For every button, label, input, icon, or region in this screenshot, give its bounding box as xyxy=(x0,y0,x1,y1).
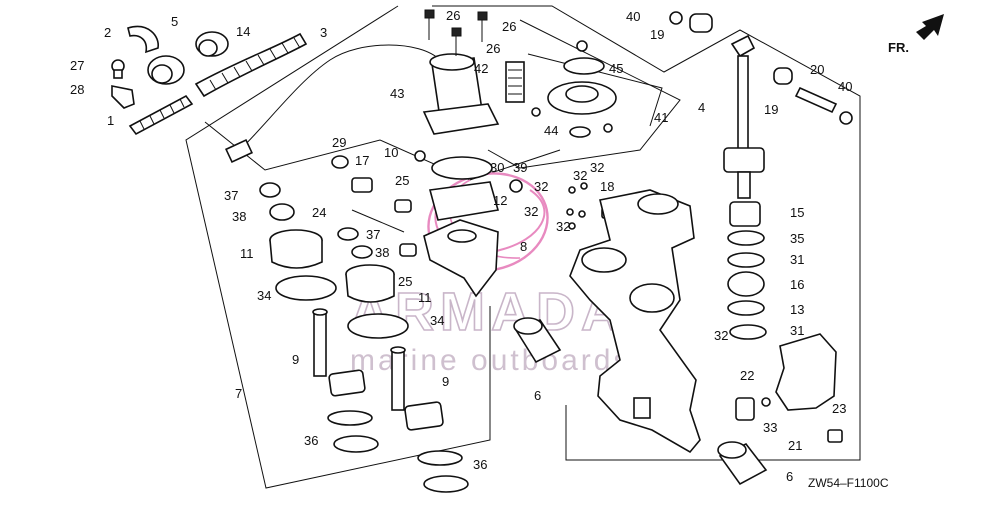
callout-9: 9 xyxy=(292,352,299,367)
callout-37: 37 xyxy=(366,227,380,242)
callout-19: 19 xyxy=(650,27,664,42)
callout-33: 33 xyxy=(763,420,777,435)
callout-38: 38 xyxy=(232,209,246,224)
callout-30: 30 xyxy=(490,160,504,175)
callout-36: 36 xyxy=(473,457,487,472)
callout-5: 5 xyxy=(171,14,178,29)
callout-4: 4 xyxy=(698,100,705,115)
callout-34: 34 xyxy=(430,313,444,328)
callout-27: 27 xyxy=(70,58,84,73)
callout-2: 2 xyxy=(104,25,111,40)
callout-14: 14 xyxy=(236,24,250,39)
part-trim-pistons xyxy=(269,229,469,493)
callout-32: 32 xyxy=(524,204,538,219)
callout-43: 43 xyxy=(390,86,404,101)
callout-38: 38 xyxy=(375,245,389,260)
callout-28: 28 xyxy=(70,82,84,97)
callout-6: 6 xyxy=(786,469,793,484)
callout-12: 12 xyxy=(493,193,507,208)
callout-32: 32 xyxy=(590,160,604,175)
callout-11: 11 xyxy=(240,246,254,261)
callout-22: 22 xyxy=(740,368,754,383)
callout-31: 31 xyxy=(790,252,804,267)
part-wire-harness xyxy=(225,44,441,164)
callout-31: 31 xyxy=(790,323,804,338)
callout-32: 32 xyxy=(573,168,587,183)
callout-23: 23 xyxy=(832,401,846,416)
callout-13: 13 xyxy=(790,302,804,317)
part-pump-housing xyxy=(569,189,701,454)
callout-15: 15 xyxy=(790,205,804,220)
callout-24: 24 xyxy=(312,205,326,220)
forward-arrow: FR. xyxy=(888,14,944,55)
diagram-code: ZW54–F1100C xyxy=(808,476,889,490)
callout-17: 17 xyxy=(355,153,369,168)
callout-6: 6 xyxy=(534,388,541,403)
callout-20: 20 xyxy=(810,62,824,77)
callout-32: 32 xyxy=(556,219,570,234)
callout-3: 3 xyxy=(320,25,327,40)
forward-label: FR. xyxy=(888,40,909,55)
callout-11: 11 xyxy=(418,290,432,305)
callout-16: 16 xyxy=(790,277,804,292)
callout-40: 40 xyxy=(626,9,640,24)
part-pins xyxy=(669,11,853,125)
callout-29: 29 xyxy=(332,135,346,150)
callout-26: 26 xyxy=(446,8,460,23)
part-motor-cover xyxy=(505,40,617,138)
callout-36: 36 xyxy=(304,433,318,448)
callout-44: 44 xyxy=(544,123,558,138)
callout-37: 37 xyxy=(224,188,238,203)
part-caps-and-tank xyxy=(513,317,843,486)
callout-9: 9 xyxy=(442,374,449,389)
callout-1: 1 xyxy=(107,113,114,128)
callout-32: 32 xyxy=(534,179,548,194)
part-tilt-cylinder xyxy=(723,34,767,340)
callout-41: 41 xyxy=(654,110,668,125)
part-hose xyxy=(128,94,194,136)
part-bolts xyxy=(424,9,488,56)
callout-19: 19 xyxy=(764,102,778,117)
callout-40: 40 xyxy=(838,79,852,94)
callout-21: 21 xyxy=(788,438,802,453)
callout-7: 7 xyxy=(235,386,242,401)
part-valve-body xyxy=(423,156,500,298)
callout-25: 25 xyxy=(398,274,412,289)
callout-34: 34 xyxy=(257,288,271,303)
callout-25: 25 xyxy=(395,173,409,188)
part-trim-motor xyxy=(422,53,500,135)
callout-26: 26 xyxy=(502,19,516,34)
callout-45: 45 xyxy=(609,61,623,76)
callout-42: 42 xyxy=(474,61,488,76)
callout-10: 10 xyxy=(384,145,398,160)
part-small-valves xyxy=(259,150,613,259)
callout-32: 32 xyxy=(714,328,728,343)
callout-26: 26 xyxy=(486,41,500,56)
callout-39: 39 xyxy=(513,160,527,175)
part-corrugated-tube xyxy=(194,32,308,98)
callout-8: 8 xyxy=(520,239,527,254)
callout-35: 35 xyxy=(790,231,804,246)
callout-18: 18 xyxy=(600,179,614,194)
part-small-fittings xyxy=(111,25,229,109)
